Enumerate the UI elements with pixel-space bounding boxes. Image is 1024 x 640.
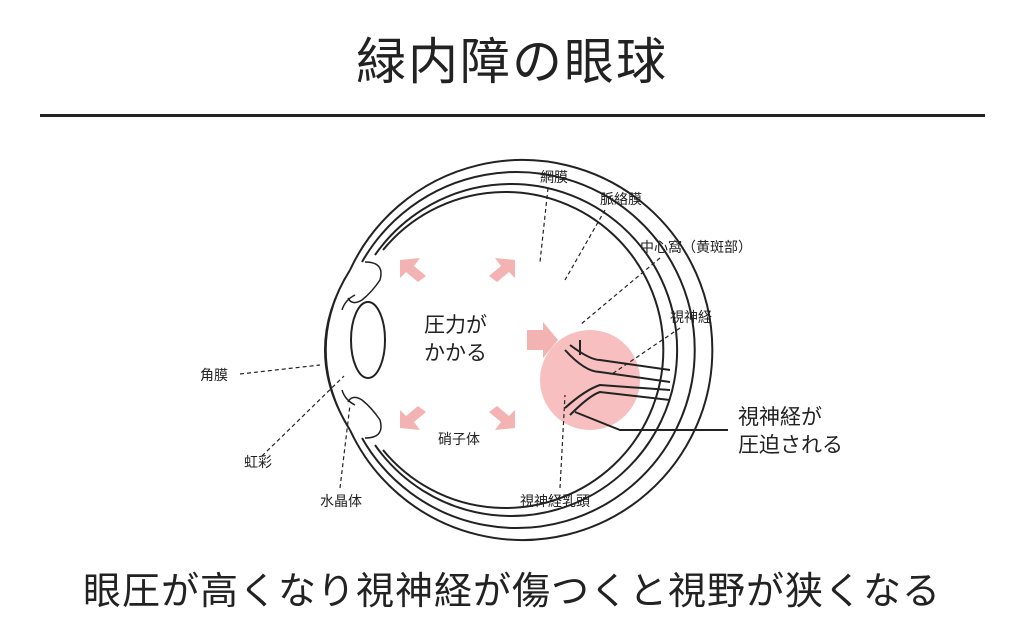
label-choroid: 脈絡膜 — [600, 192, 642, 208]
leader-lines — [239, 187, 681, 489]
arrow-up-right — [489, 258, 515, 282]
pressure-text-line1: 圧力が — [424, 313, 487, 337]
iris-shapes — [341, 261, 382, 439]
optic-nerve-bundle — [564, 340, 690, 431]
compressed-text-line2: 圧迫される — [738, 433, 843, 457]
arrow-down-right — [489, 406, 515, 430]
optic-nerve-highlight — [540, 330, 640, 430]
pressure-text-line2: かかる — [424, 341, 487, 365]
label-optic-nerve: 視神経 — [670, 310, 712, 326]
caption: 眼圧が高くなり視神経が傷つくと視野が狭くなる — [82, 569, 941, 613]
label-retina: 網膜 — [540, 170, 568, 186]
choroid-layer — [361, 171, 696, 529]
title-divider — [40, 114, 985, 117]
arrow-down-left — [400, 406, 426, 430]
label-optic-disc: 視神経乳頭 — [520, 494, 590, 510]
arrow-up-left — [400, 258, 426, 282]
label-vitreous: 硝子体 — [438, 432, 480, 448]
pressure-arrows — [400, 258, 558, 430]
compressed-text-line1: 視神経が — [738, 405, 822, 429]
lens — [350, 301, 386, 379]
label-fovea: 中心窩（黄斑部） — [640, 239, 752, 256]
retina-layer — [374, 183, 679, 517]
retina-inner — [382, 191, 665, 509]
label-iris: 虹彩 — [244, 455, 272, 471]
arrow-right — [527, 322, 558, 358]
page-title: 緑内障の眼球 — [356, 33, 668, 91]
label-cornea: 角膜 — [200, 368, 228, 384]
sclera-outer — [349, 159, 714, 541]
label-lens: 水晶体 — [320, 494, 362, 510]
eyeball-layers — [349, 159, 714, 541]
